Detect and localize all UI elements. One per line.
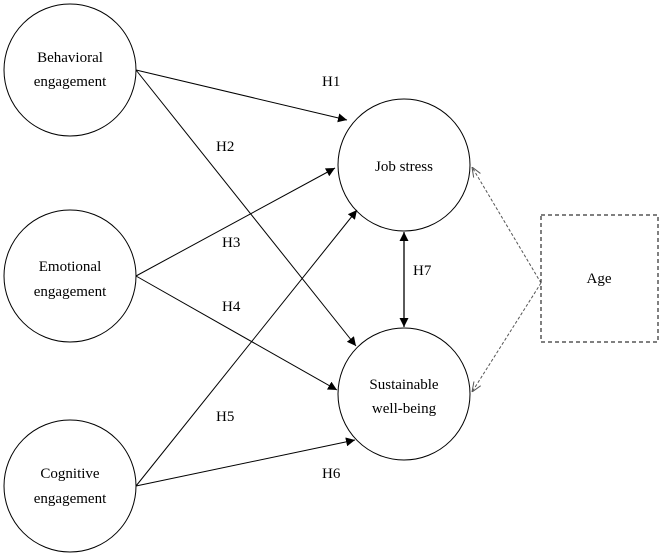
hypothesis-label-h4: H4	[222, 299, 241, 315]
hypothesis-label-h2: H2	[216, 139, 234, 155]
node-sustainable-wellbeing: Sustainable well-being	[337, 327, 471, 461]
behavioral-engagement-label-line2: engagement	[34, 74, 107, 90]
path-h6	[135, 437, 356, 487]
behavioral-engagement-label-line1: Behavioral	[37, 50, 103, 66]
cognitive-engagement-label-line2: engagement	[34, 491, 107, 507]
job-stress-label: Job stress	[375, 159, 433, 175]
hypothesis-label-h3: H3	[222, 235, 240, 251]
path-h4	[135, 275, 338, 391]
path-h3	[135, 167, 336, 277]
age-label: Age	[587, 271, 612, 287]
cognitive-engagement-label-line1: Cognitive	[40, 466, 100, 482]
emotional-engagement-circle	[3, 209, 137, 343]
emotional-engagement-label-line1: Emotional	[39, 259, 102, 275]
path-h1	[135, 69, 348, 123]
hypothesis-label-h5: H5	[216, 409, 234, 425]
node-emotional-engagement: Emotional engagement	[3, 209, 137, 343]
node-job-stress: Job stress	[337, 98, 471, 232]
hypothesis-label-h1: H1	[322, 74, 340, 90]
path-h5	[135, 209, 358, 487]
behavioral-engagement-circle	[3, 3, 137, 137]
node-behavioral-engagement: Behavioral engagement	[3, 3, 137, 137]
path-h2	[135, 69, 357, 347]
job-stress-circle	[337, 98, 471, 232]
moderation-path-job-stress	[472, 167, 542, 284]
emotional-engagement-label-line2: engagement	[34, 284, 107, 300]
sustainable-wellbeing-label-line2: well-being	[372, 401, 437, 417]
age-dashed-box	[540, 214, 659, 343]
moderation-path-wellbeing	[472, 282, 542, 392]
node-age-moderator: Age	[540, 214, 659, 343]
hypothesis-label-h6: H6	[322, 466, 341, 482]
sustainable-wellbeing-label-line1: Sustainable	[369, 377, 438, 393]
hypothesis-label-h7: H7	[413, 263, 432, 279]
cognitive-engagement-circle	[3, 419, 137, 553]
sustainable-wellbeing-circle	[337, 327, 471, 461]
node-cognitive-engagement: Cognitive engagement	[3, 419, 137, 553]
